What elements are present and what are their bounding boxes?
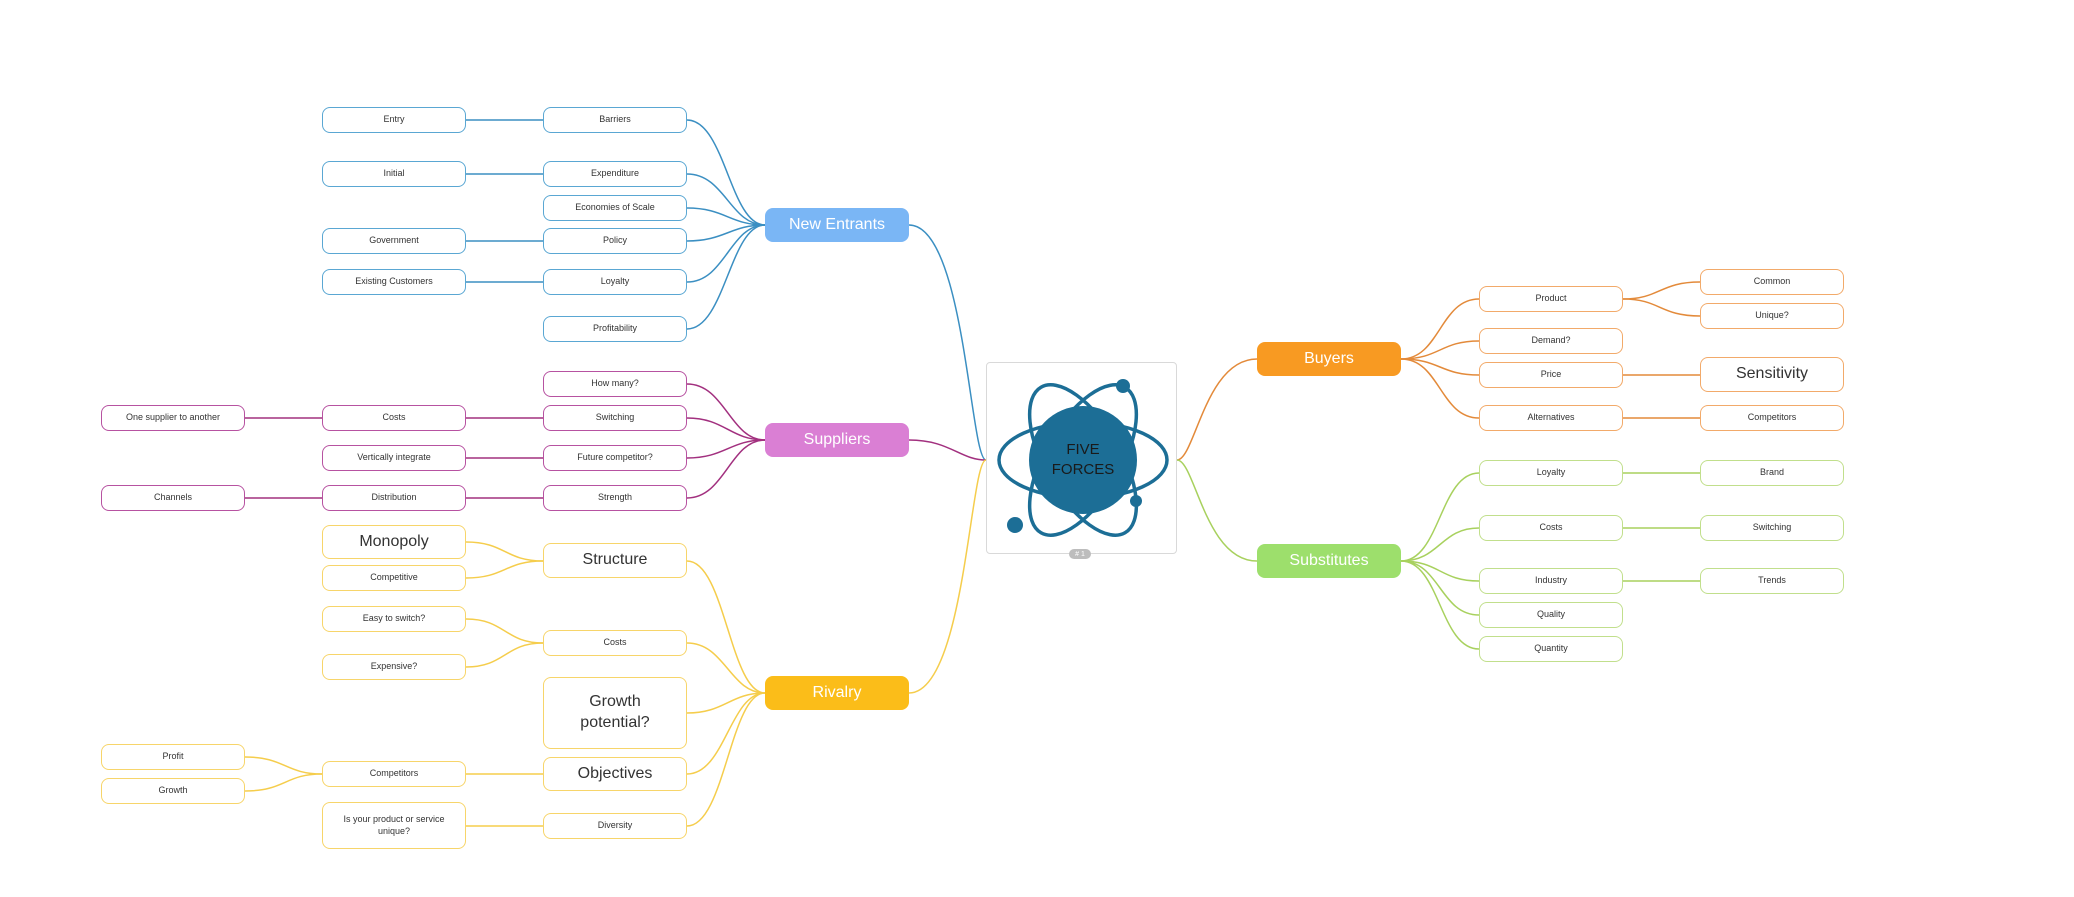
topic-objectives[interactable]: Objectives (543, 757, 687, 791)
link-new-entrants-loyalty (686, 224, 766, 283)
topic-entry[interactable]: Entry (322, 107, 466, 133)
topic-policy[interactable]: Policy (543, 228, 687, 254)
topic-existing-customers[interactable]: Existing Customers (322, 269, 466, 295)
link-rivalry-costs (686, 642, 766, 694)
branch-suppliers[interactable]: Suppliers (765, 423, 909, 457)
central-topic-label: FIVE FORCES (1051, 441, 1115, 479)
topic-unique[interactable]: Unique? (1700, 303, 1844, 329)
link-rivalry-objectives (686, 692, 766, 775)
link-center-substitutes (1176, 459, 1258, 562)
topic-vertically-integrate[interactable]: Vertically integrate (322, 445, 466, 471)
link-buyers-alternatives (1400, 358, 1480, 419)
topic-how-many[interactable]: How many? (543, 371, 687, 397)
topic-barriers[interactable]: Barriers (543, 107, 687, 133)
topic-alternatives[interactable]: Alternatives (1479, 405, 1623, 431)
link-new-entrants-expenditure (686, 173, 766, 226)
topic-brand[interactable]: Brand (1700, 460, 1844, 486)
link-substitutes-loyalty (1400, 472, 1480, 562)
topic-loyalty[interactable]: Loyalty (543, 269, 687, 295)
link-substitutes-quantity (1400, 560, 1480, 650)
link-costs-expensive (465, 642, 544, 668)
topic-growth-potential[interactable]: Growth potential? (543, 677, 687, 749)
link-suppliers-how-many (686, 383, 766, 441)
topic-substitute-costs[interactable]: Costs (1479, 515, 1623, 541)
topic-structure[interactable]: Structure (543, 543, 687, 578)
link-buyers-price (1400, 358, 1480, 376)
topic-diversity[interactable]: Diversity (543, 813, 687, 839)
link-new-entrants-economies (686, 207, 766, 226)
link-substitutes-quality (1400, 560, 1480, 616)
branch-new-entrants[interactable]: New Entrants (765, 208, 909, 242)
topic-product[interactable]: Product (1479, 286, 1623, 312)
topic-profitability[interactable]: Profitability (543, 316, 687, 342)
topic-easy-to-switch[interactable]: Easy to switch? (322, 606, 466, 632)
topic-demand[interactable]: Demand? (1479, 328, 1623, 354)
central-topic-card[interactable]: FIVE FORCES (986, 362, 1177, 554)
branch-substitutes[interactable]: Substitutes (1257, 544, 1401, 578)
link-substitutes-costs (1400, 527, 1480, 562)
topic-sensitivity[interactable]: Sensitivity (1700, 357, 1844, 392)
topic-quality[interactable]: Quality (1479, 602, 1623, 628)
topic-government[interactable]: Government (322, 228, 466, 254)
link-rivalry-diversity (686, 692, 766, 827)
link-center-rivalry (908, 459, 987, 694)
topic-substitute-switching[interactable]: Switching (1700, 515, 1844, 541)
link-new-entrants-profitability (686, 224, 766, 330)
link-costs-easy (465, 618, 544, 644)
topic-channels[interactable]: Channels (101, 485, 245, 511)
link-rivalry-growth (686, 692, 766, 714)
link-suppliers-switching (686, 417, 766, 441)
topic-rivalry-costs[interactable]: Costs (543, 630, 687, 656)
topic-profit[interactable]: Profit (101, 744, 245, 770)
link-competitors-growth (244, 773, 323, 792)
topic-strength[interactable]: Strength (543, 485, 687, 511)
topic-expenditure[interactable]: Expenditure (543, 161, 687, 187)
link-structure-competitive (465, 560, 544, 579)
topic-rivalry-competitors[interactable]: Competitors (322, 761, 466, 787)
topic-initial[interactable]: Initial (322, 161, 466, 187)
link-new-entrants-barriers (686, 119, 766, 226)
link-suppliers-strength (686, 439, 766, 499)
link-suppliers-future (686, 439, 766, 459)
link-buyers-demand (1400, 340, 1480, 360)
branch-rivalry[interactable]: Rivalry (765, 676, 909, 710)
branch-buyers[interactable]: Buyers (1257, 342, 1401, 376)
topic-monopoly[interactable]: Monopoly (322, 525, 466, 559)
link-competitors-profit (244, 756, 323, 775)
link-product-unique (1622, 298, 1701, 317)
link-buyers-product (1400, 298, 1480, 360)
link-center-suppliers (908, 439, 987, 461)
link-structure-monopoly (465, 541, 544, 562)
topic-growth[interactable]: Growth (101, 778, 245, 804)
topic-supplier-costs[interactable]: Costs (322, 405, 466, 431)
topic-trends[interactable]: Trends (1700, 568, 1844, 594)
topic-count-badge: # 1 (1069, 549, 1091, 559)
topic-buyer-competitors[interactable]: Competitors (1700, 405, 1844, 431)
topic-switching[interactable]: Switching (543, 405, 687, 431)
topic-substitute-loyalty[interactable]: Loyalty (1479, 460, 1623, 486)
link-new-entrants-policy (686, 224, 766, 242)
link-center-buyers (1176, 358, 1258, 461)
topic-industry[interactable]: Industry (1479, 568, 1623, 594)
link-rivalry-structure (686, 560, 766, 694)
atom-icon (997, 379, 1169, 537)
topic-distribution[interactable]: Distribution (322, 485, 466, 511)
topic-future-competitor[interactable]: Future competitor? (543, 445, 687, 471)
topic-quantity[interactable]: Quantity (1479, 636, 1623, 662)
topic-unique-product[interactable]: Is your product or service unique? (322, 802, 466, 849)
topic-expensive[interactable]: Expensive? (322, 654, 466, 680)
topic-competitive[interactable]: Competitive (322, 565, 466, 591)
topic-price[interactable]: Price (1479, 362, 1623, 388)
link-center-new-entrants (908, 224, 987, 461)
topic-one-supplier[interactable]: One supplier to another (101, 405, 245, 431)
link-product-common (1622, 281, 1701, 300)
topic-common[interactable]: Common (1700, 269, 1844, 295)
link-substitutes-industry (1400, 560, 1480, 582)
topic-economies-of-scale[interactable]: Economies of Scale (543, 195, 687, 221)
